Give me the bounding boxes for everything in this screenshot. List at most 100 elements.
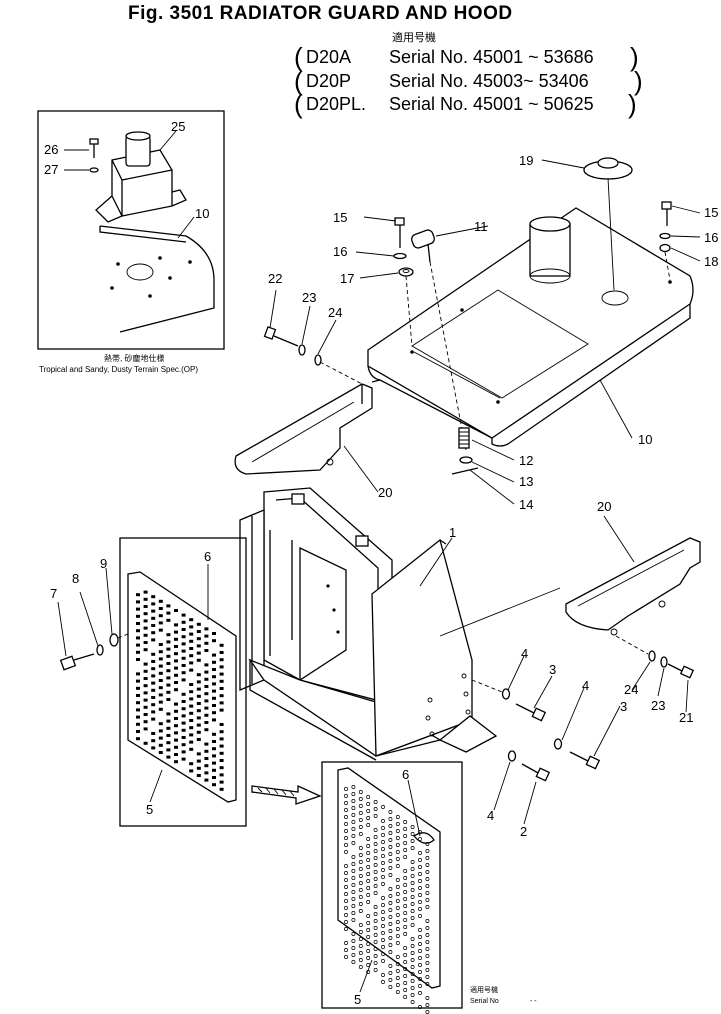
perforation-hole [344, 906, 348, 910]
perforation-hole [143, 590, 148, 594]
perforation-hole [204, 778, 209, 782]
perforation-hole [189, 647, 194, 650]
perforation-hole [219, 658, 224, 662]
perforation-hole [136, 737, 140, 741]
perforation-hole [189, 632, 194, 636]
perforation-hole [410, 902, 415, 906]
screen-panel-standard [119, 537, 247, 827]
perforation-hole [151, 696, 156, 699]
perforation-hole [351, 939, 356, 943]
perforation-hole [373, 912, 378, 916]
perforation-hole [388, 824, 393, 828]
perforation-hole [388, 978, 393, 982]
perforation-hole [204, 699, 209, 703]
perforation-hole [158, 751, 163, 754]
perforation-hole [388, 873, 393, 877]
perforation-hole [395, 962, 400, 966]
perforation-hole [403, 897, 408, 901]
perforation-hole [189, 769, 194, 773]
perforation-hole [366, 851, 371, 855]
perforation-hole [151, 631, 156, 635]
callout-numbers: 15 16 17 11 19 15 16 18 22 23 24 10 12 1… [50, 153, 718, 1007]
radiator-guard-part-1 [239, 487, 561, 761]
perforation-hole [388, 915, 393, 919]
perforation-hole [219, 773, 224, 777]
perforation-hole [136, 650, 140, 654]
perforation-hole [181, 743, 186, 747]
perforation-hole [425, 975, 430, 979]
perforation-hole [425, 863, 430, 867]
perforation-hole [373, 849, 378, 853]
perforation-hole [158, 621, 163, 625]
perforation-hole [388, 887, 393, 891]
perforation-hole [418, 970, 422, 974]
perforation-hole [388, 964, 393, 968]
perforation-hole [351, 869, 356, 873]
perforation-hole [373, 807, 378, 811]
perforation-hole [158, 700, 163, 704]
perforation-hole [373, 856, 378, 860]
perforation-hole [136, 672, 140, 676]
perforation-hole [158, 679, 163, 682]
perforation-hole [366, 802, 371, 806]
perforation-hole [219, 672, 224, 676]
perforation-hole [204, 749, 209, 753]
perforation-hole [344, 871, 348, 875]
perforation-hole [143, 677, 148, 680]
perforation-hole [410, 972, 415, 976]
perforation-hole [403, 855, 408, 859]
perforation-hole [166, 604, 171, 608]
perforation-hole [219, 730, 224, 734]
perforation-hole [181, 721, 186, 725]
callout-13: 13 [519, 474, 533, 489]
perforation-hole [425, 905, 430, 909]
hood-bolts [393, 201, 672, 347]
perforation-hole [366, 886, 371, 890]
perforation-hole [351, 883, 356, 887]
perforation-hole [395, 920, 400, 924]
perforation-hole [196, 759, 201, 763]
callout-6-right: 6 [402, 767, 409, 782]
perforation-hole [196, 651, 201, 655]
perforation-hole [204, 706, 209, 710]
svg-text:(: ( [294, 66, 303, 96]
inset-caption-jp: 熱帯, 砂塵地仕様 [104, 353, 164, 363]
perforation-hole [425, 870, 430, 874]
perforation-hole [212, 653, 216, 657]
perforation-hole [366, 914, 371, 918]
perforation-hole [158, 650, 163, 654]
cap-part-19 [583, 157, 633, 291]
perforation-hole [219, 766, 224, 770]
perforation-hole [358, 825, 363, 829]
inset-caption-en: Tropical and Sandy, Dusty Terrain Spec.(… [39, 365, 198, 374]
perforation-hole [151, 616, 156, 620]
perforation-hole [196, 723, 201, 727]
perforation-hole [174, 702, 178, 706]
perforation-hole [204, 742, 209, 746]
perforation-hole [395, 878, 400, 882]
callout-6-left: 6 [204, 549, 211, 564]
perforation-hole [143, 626, 148, 630]
perforation-hole [219, 723, 224, 726]
perforation-hole [425, 947, 430, 951]
perforation-hole [395, 843, 400, 847]
inset-callout-10: 10 [195, 206, 209, 221]
perforation-hole [143, 641, 148, 644]
perforation-hole [351, 820, 356, 824]
perforation-hole [425, 919, 430, 923]
perforation-hole [418, 879, 422, 883]
perforation-hole [418, 991, 422, 995]
perforation-hole [403, 883, 408, 887]
perforation-hole [425, 877, 430, 881]
perforation-hole [395, 885, 400, 889]
perforation-hole [381, 854, 385, 858]
perforation-hole [366, 816, 371, 820]
perforation-hole [196, 716, 201, 720]
perforation-hole [189, 654, 194, 658]
perforation-hole [143, 684, 148, 688]
perforation-hole [204, 721, 209, 724]
perforation-hole [403, 960, 408, 964]
perforation-hole [381, 973, 385, 977]
perforation-hole [425, 933, 430, 937]
